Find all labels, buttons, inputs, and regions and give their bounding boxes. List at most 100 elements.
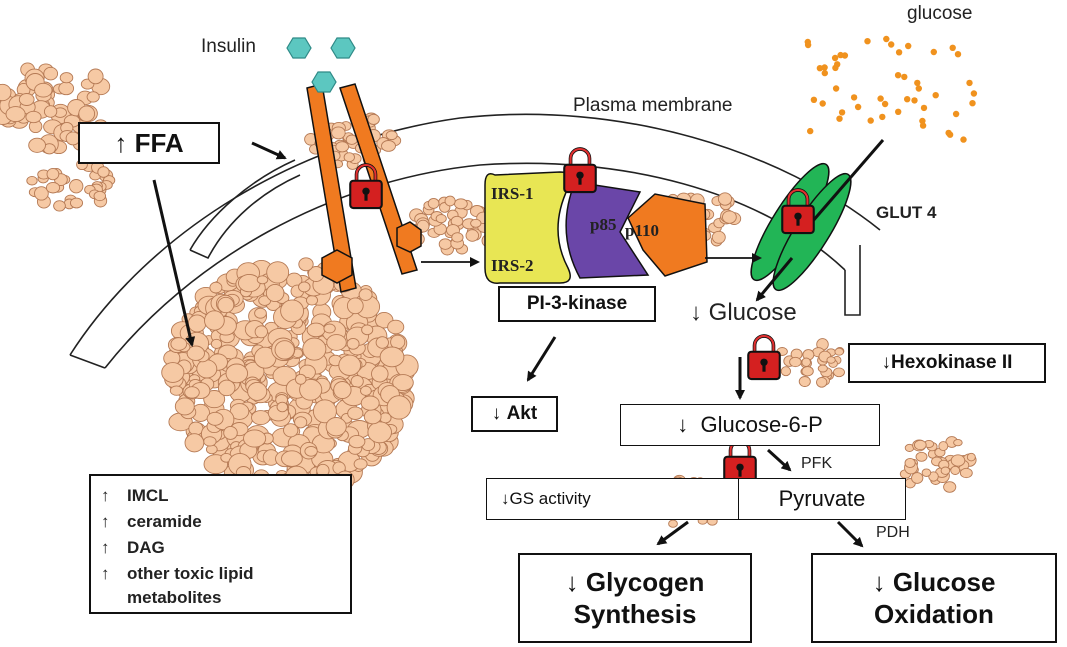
lipid-droplet-icon: [323, 323, 336, 334]
lipid-droplet-icon: [25, 110, 42, 124]
lipid-droplet-icon: [78, 105, 96, 122]
glucose-dot-icon: [807, 127, 814, 135]
glucose-dot-icon: [832, 64, 839, 72]
lipid-droplet-icon: [203, 436, 217, 447]
pathway-arrows: [152, 139, 885, 548]
glucose-dot-icon: [920, 104, 928, 112]
lipid-droplet-icon: [294, 416, 308, 429]
lipid-droplet-icon: [45, 181, 61, 194]
glucose-dot-icon: [804, 35, 978, 143]
lipid-droplet-icon: [465, 229, 480, 242]
down-arrow: ↓: [690, 299, 702, 326]
glucose-intracellular-label: ↓ Glucose: [690, 301, 797, 325]
lipid-droplet-icon: [711, 230, 726, 244]
lipid-item-ceramide: ↑ceramide: [101, 512, 202, 531]
insulin-hexagon-icon: [286, 37, 356, 93]
lipid-droplet-icon: [209, 281, 223, 294]
lipid-droplet-icon: [780, 366, 792, 377]
lipid-droplet-icon: [28, 137, 46, 153]
glucose-dot-icon: [816, 65, 824, 72]
lipid-droplet-icon: [387, 319, 405, 335]
lipid-droplet-icon: [274, 340, 295, 360]
pi3k-box: PI-3-kinase: [498, 286, 656, 322]
lipid-droplet-icon: [375, 336, 389, 349]
glucose-dot-icon: [904, 96, 911, 103]
glucose-dot-icon: [901, 73, 908, 81]
lipid-droplet-icon: [280, 299, 305, 323]
lipid-droplet-icon: [360, 385, 372, 396]
glucose-dot-icon: [914, 79, 921, 87]
lipid-droplet-icon: [915, 451, 928, 462]
lipid-droplet-icon: [243, 429, 267, 448]
lipid-droplet-icon: [204, 310, 225, 331]
lipid-droplet-icon: [358, 288, 373, 301]
down-arrow: ↓: [501, 489, 510, 508]
glucose-dot-icon: [954, 51, 962, 58]
insulin-receptor: [306, 83, 422, 293]
lipid-droplet-icon: [298, 257, 314, 272]
lipid-droplet-icon: [217, 379, 236, 397]
glucose-dot-icon: [821, 64, 828, 71]
lipid-droplet-icon: [281, 450, 303, 467]
pyruvate-text: Pyruvate: [778, 486, 866, 511]
glucose-dot-icon: [969, 100, 976, 107]
pyruvate-box: Pyruvate: [738, 478, 906, 520]
lipid-droplet-icon: [97, 166, 110, 178]
glucose-dot-icon: [895, 108, 902, 116]
lipid-droplet-icon: [363, 409, 382, 425]
lipid-droplet-icon: [326, 334, 347, 351]
down-arrow: ↓: [881, 352, 892, 373]
glucose-dot-icon: [930, 48, 937, 56]
lipid-droplet-icon: [93, 190, 107, 202]
pdh-label: PDH: [876, 524, 910, 541]
glucose-dot-icon: [831, 54, 839, 62]
lipid-item-imcl: ↑IMCL: [101, 486, 169, 505]
lipid-droplet-icon: [299, 378, 323, 401]
lipid-droplet-icon: [347, 406, 364, 420]
down-arrow: ↓: [491, 403, 502, 424]
lipid-droplet-icon: [170, 337, 188, 351]
glut4-label: GLUT 4: [876, 203, 937, 222]
glucose-dot-icon: [966, 79, 973, 87]
down-arrow: ↓: [565, 566, 579, 597]
lipid-droplet-icon: [43, 66, 59, 81]
lipid-droplet-icon: [217, 296, 235, 314]
lipid-droplet-icon: [470, 218, 482, 228]
lipid-droplet-icon: [911, 472, 924, 484]
lipid-droplet-icon: [904, 457, 916, 469]
akt-box: ↓ Akt: [471, 396, 558, 432]
lipid-droplet-icon: [254, 307, 267, 319]
glycogen-synthesis-box: ↓ Glycogen Synthesis: [518, 553, 752, 643]
lipid-droplet-icon: [169, 385, 184, 396]
lipid-droplet-icon: [950, 465, 961, 475]
lipid-droplet-icon: [938, 441, 949, 452]
p110-label: p110: [625, 221, 660, 240]
lipid-droplet-icon: [251, 410, 271, 426]
lipid-droplet-icon: [816, 376, 828, 388]
down-arrow: ↓: [872, 566, 886, 597]
lipid-droplet-icon: [335, 141, 350, 153]
lipid-droplet-icon: [69, 197, 84, 209]
lipid-droplet-icon: [312, 399, 337, 424]
lipid-droplet-icon: [86, 91, 100, 103]
lipid-droplet-icon: [276, 401, 289, 413]
insulin-label: Insulin: [201, 36, 256, 57]
lipid-droplet-icon: [333, 381, 352, 399]
ffa-text: FFA: [134, 127, 184, 158]
lipid-droplet-icon: [186, 345, 205, 361]
lipid-droplet-icon: [304, 445, 318, 457]
irs2-label: IRS-2: [491, 256, 534, 275]
lipid-droplet-icon: [265, 283, 285, 303]
lipid-droplet-icon: [34, 82, 53, 98]
lipid-droplet-icon: [451, 232, 464, 243]
glucose-dot-icon: [970, 90, 978, 97]
lipid-droplet-icon: [717, 192, 733, 206]
pfk-label: PFK: [801, 455, 833, 472]
lipid-droplet-icon: [254, 325, 268, 339]
glucose-dot-icon: [949, 44, 956, 51]
lipid-droplet-icon: [913, 439, 927, 451]
lipid-droplet-icon: [34, 186, 49, 201]
glucose-dot-icon: [819, 100, 826, 107]
plasma-membrane-label: Plasma membrane: [573, 95, 733, 116]
p85-subunit: [565, 181, 650, 279]
